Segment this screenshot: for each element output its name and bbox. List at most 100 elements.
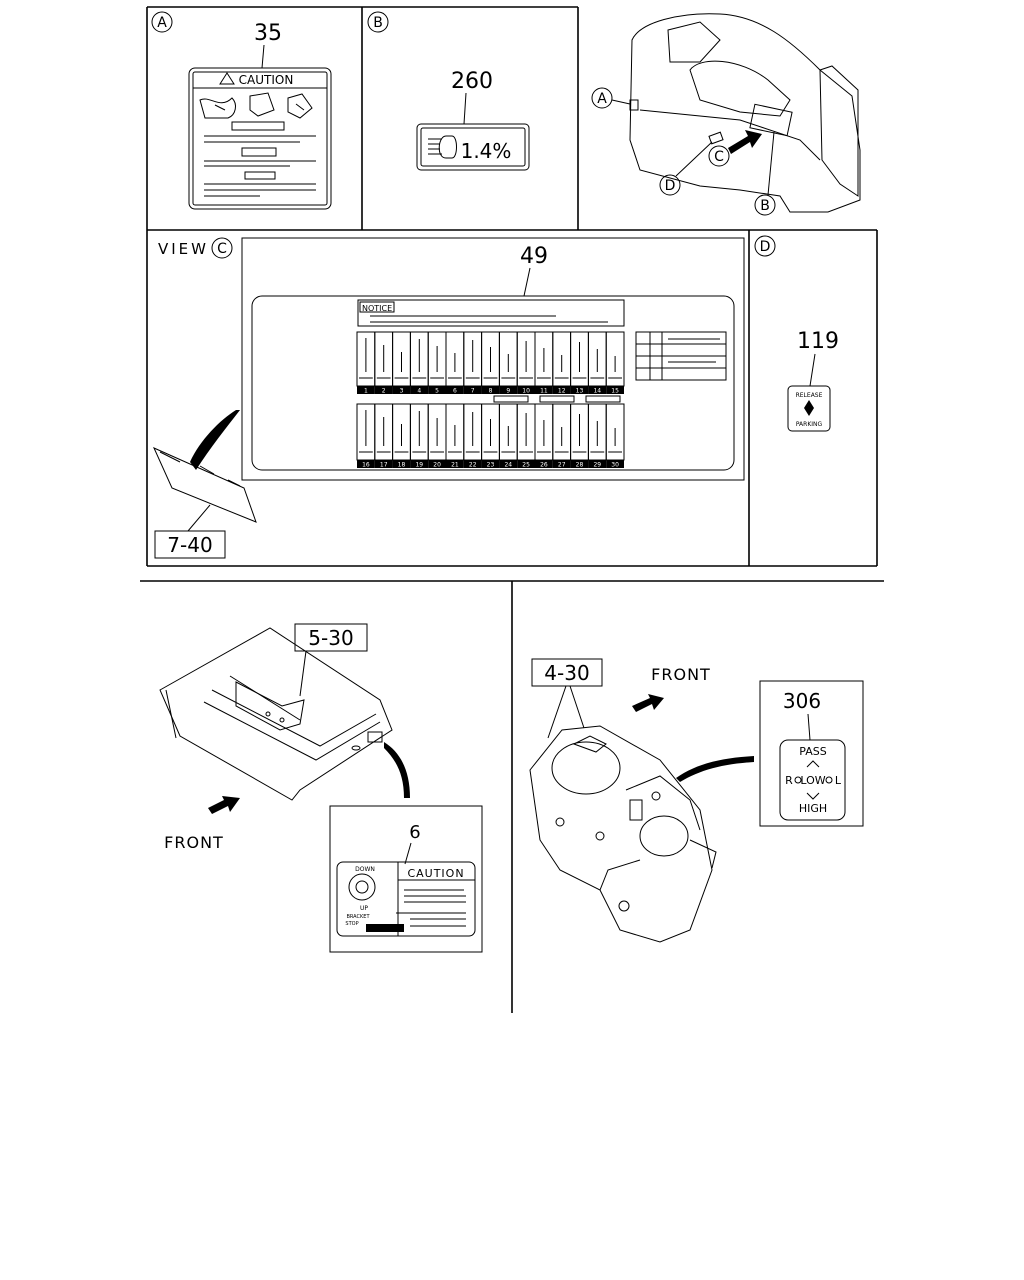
- release-arrow-icon: [804, 400, 814, 416]
- part-number-35: 35: [254, 21, 282, 46]
- bracket: [235, 681, 305, 731]
- range-label-306-frame: 306 PASS R LOW L HIGH: [759, 680, 864, 827]
- fuse-slot: 15: [605, 331, 625, 395]
- fuse-slot: 4: [409, 331, 429, 395]
- fuse-number: 29: [593, 462, 601, 469]
- svg-text:CAUTION: CAUTION: [239, 73, 294, 87]
- panel-b-badge: B: [367, 11, 389, 33]
- fuse-slot: 7: [463, 331, 483, 395]
- shift-lever-housing: [529, 725, 717, 943]
- lower-right-section: 4-30 FRONT 306 PASS: [529, 658, 864, 943]
- part-number-49: 49: [520, 244, 548, 269]
- fuse-slot: 9: [498, 331, 518, 395]
- svg-text:VIEW: VIEW: [158, 240, 209, 258]
- ref-4-30-box: 4-30: [531, 658, 603, 739]
- jack-icon: [199, 97, 236, 119]
- fuse-slot: 2: [374, 331, 394, 395]
- fuse-slot: 8: [481, 331, 500, 395]
- fuse-box-cover: [153, 410, 257, 523]
- svg-text:B: B: [760, 198, 770, 214]
- warning-triangle-icon: [219, 72, 235, 85]
- svg-text:7-40: 7-40: [167, 533, 212, 557]
- chevron-down-icon: [806, 792, 820, 800]
- fuse-number: 30: [611, 462, 619, 469]
- front-arrow-right: [632, 694, 664, 712]
- svg-text:HIGH: HIGH: [799, 802, 827, 815]
- fuse-number: 10: [522, 388, 530, 395]
- lock-icon: [287, 93, 313, 119]
- caution-label-6-frame: 6 CAUTION DOWN UP BRACKET STOP: [329, 805, 483, 953]
- headlight-label-260: 1.4%: [416, 123, 530, 171]
- svg-text:A: A: [597, 91, 607, 107]
- callout-b: B: [754, 131, 776, 216]
- fuse-slot: 17: [374, 403, 394, 469]
- svg-text:R: R: [785, 774, 793, 787]
- part-number-306: 306: [783, 689, 821, 713]
- panel-b: B 260 1.4%: [367, 11, 530, 171]
- fuse-slot: 13: [570, 331, 589, 395]
- svg-text:DOWN: DOWN: [355, 866, 375, 873]
- top-frame-lines: [146, 6, 878, 567]
- fuse-slot: 6: [445, 331, 465, 395]
- fuse-slot: 16: [356, 403, 376, 469]
- fuse-number: 23: [487, 462, 495, 469]
- svg-text:C: C: [217, 241, 227, 257]
- label-location-6: [367, 731, 383, 743]
- fuse-box-label-49: [251, 295, 735, 471]
- front-label-left: FRONT: [164, 833, 224, 852]
- svg-text:L: L: [835, 774, 842, 787]
- fuse-slot: 20: [427, 403, 447, 469]
- fuse-slot: 5: [427, 331, 447, 395]
- callout-a: A: [591, 87, 631, 109]
- fuse-number: 15: [611, 388, 619, 395]
- fuse-number: 24: [504, 462, 512, 469]
- caution-label-6: [336, 861, 476, 937]
- label-location-d: [708, 131, 724, 145]
- fuse-legend: [635, 331, 727, 381]
- fuse-number: 9: [506, 388, 510, 395]
- frame-rail: [159, 627, 393, 801]
- cab-overview: A B C D: [591, 13, 861, 216]
- fuse-number: 2: [382, 388, 386, 395]
- fuse-slot: 10: [516, 331, 536, 395]
- svg-text:C: C: [714, 149, 724, 165]
- fuse-number: 3: [400, 388, 404, 395]
- fuse-number: 21: [451, 462, 459, 469]
- panel-d: D 119 RELEASE PARKING: [754, 235, 839, 432]
- svg-text:A: A: [157, 15, 167, 31]
- fuse-number: 26: [540, 462, 548, 469]
- label-location-a: [629, 99, 639, 111]
- fuse-slot: 22: [463, 403, 483, 469]
- fuse-slot: 11: [534, 331, 554, 395]
- svg-text:NOTICE: NOTICE: [362, 304, 392, 313]
- notice-block: NOTICE: [357, 299, 625, 327]
- fuse-slot: 12: [552, 331, 572, 395]
- ref-7-40-box: 7-40: [154, 504, 226, 559]
- fuse-number: 27: [558, 462, 566, 469]
- fuse-slot: 14: [587, 331, 607, 395]
- caution-label-35: CAUTION: [188, 67, 332, 210]
- fuse-number: 4: [417, 388, 421, 395]
- fuse-slot: 1: [356, 331, 376, 395]
- fuse-slot: 19: [409, 403, 429, 469]
- fuse-number: 11: [540, 388, 548, 395]
- svg-text:5-30: 5-30: [308, 626, 353, 650]
- pointer-arrow-to-fuse-label: [190, 410, 240, 470]
- svg-text:CAUTION: CAUTION: [407, 867, 464, 880]
- fuse-number: 28: [576, 462, 584, 469]
- svg-text:B: B: [373, 15, 383, 31]
- range-select-label-306: PASS R LOW L HIGH: [779, 739, 846, 821]
- fuse-slot: 28: [570, 403, 589, 469]
- panel-d-badge: D: [754, 235, 776, 257]
- fuse-number: 22: [469, 462, 477, 469]
- fuse-spare-slots: [493, 395, 621, 403]
- pointer-arrow-to-label-6: [384, 742, 410, 798]
- callout-c: C: [708, 145, 730, 167]
- svg-text:4-30: 4-30: [544, 661, 589, 685]
- fuse-number: 19: [415, 462, 423, 469]
- panel-a: A 35 CAUTION: [151, 11, 332, 210]
- fuse-number: 14: [593, 388, 601, 395]
